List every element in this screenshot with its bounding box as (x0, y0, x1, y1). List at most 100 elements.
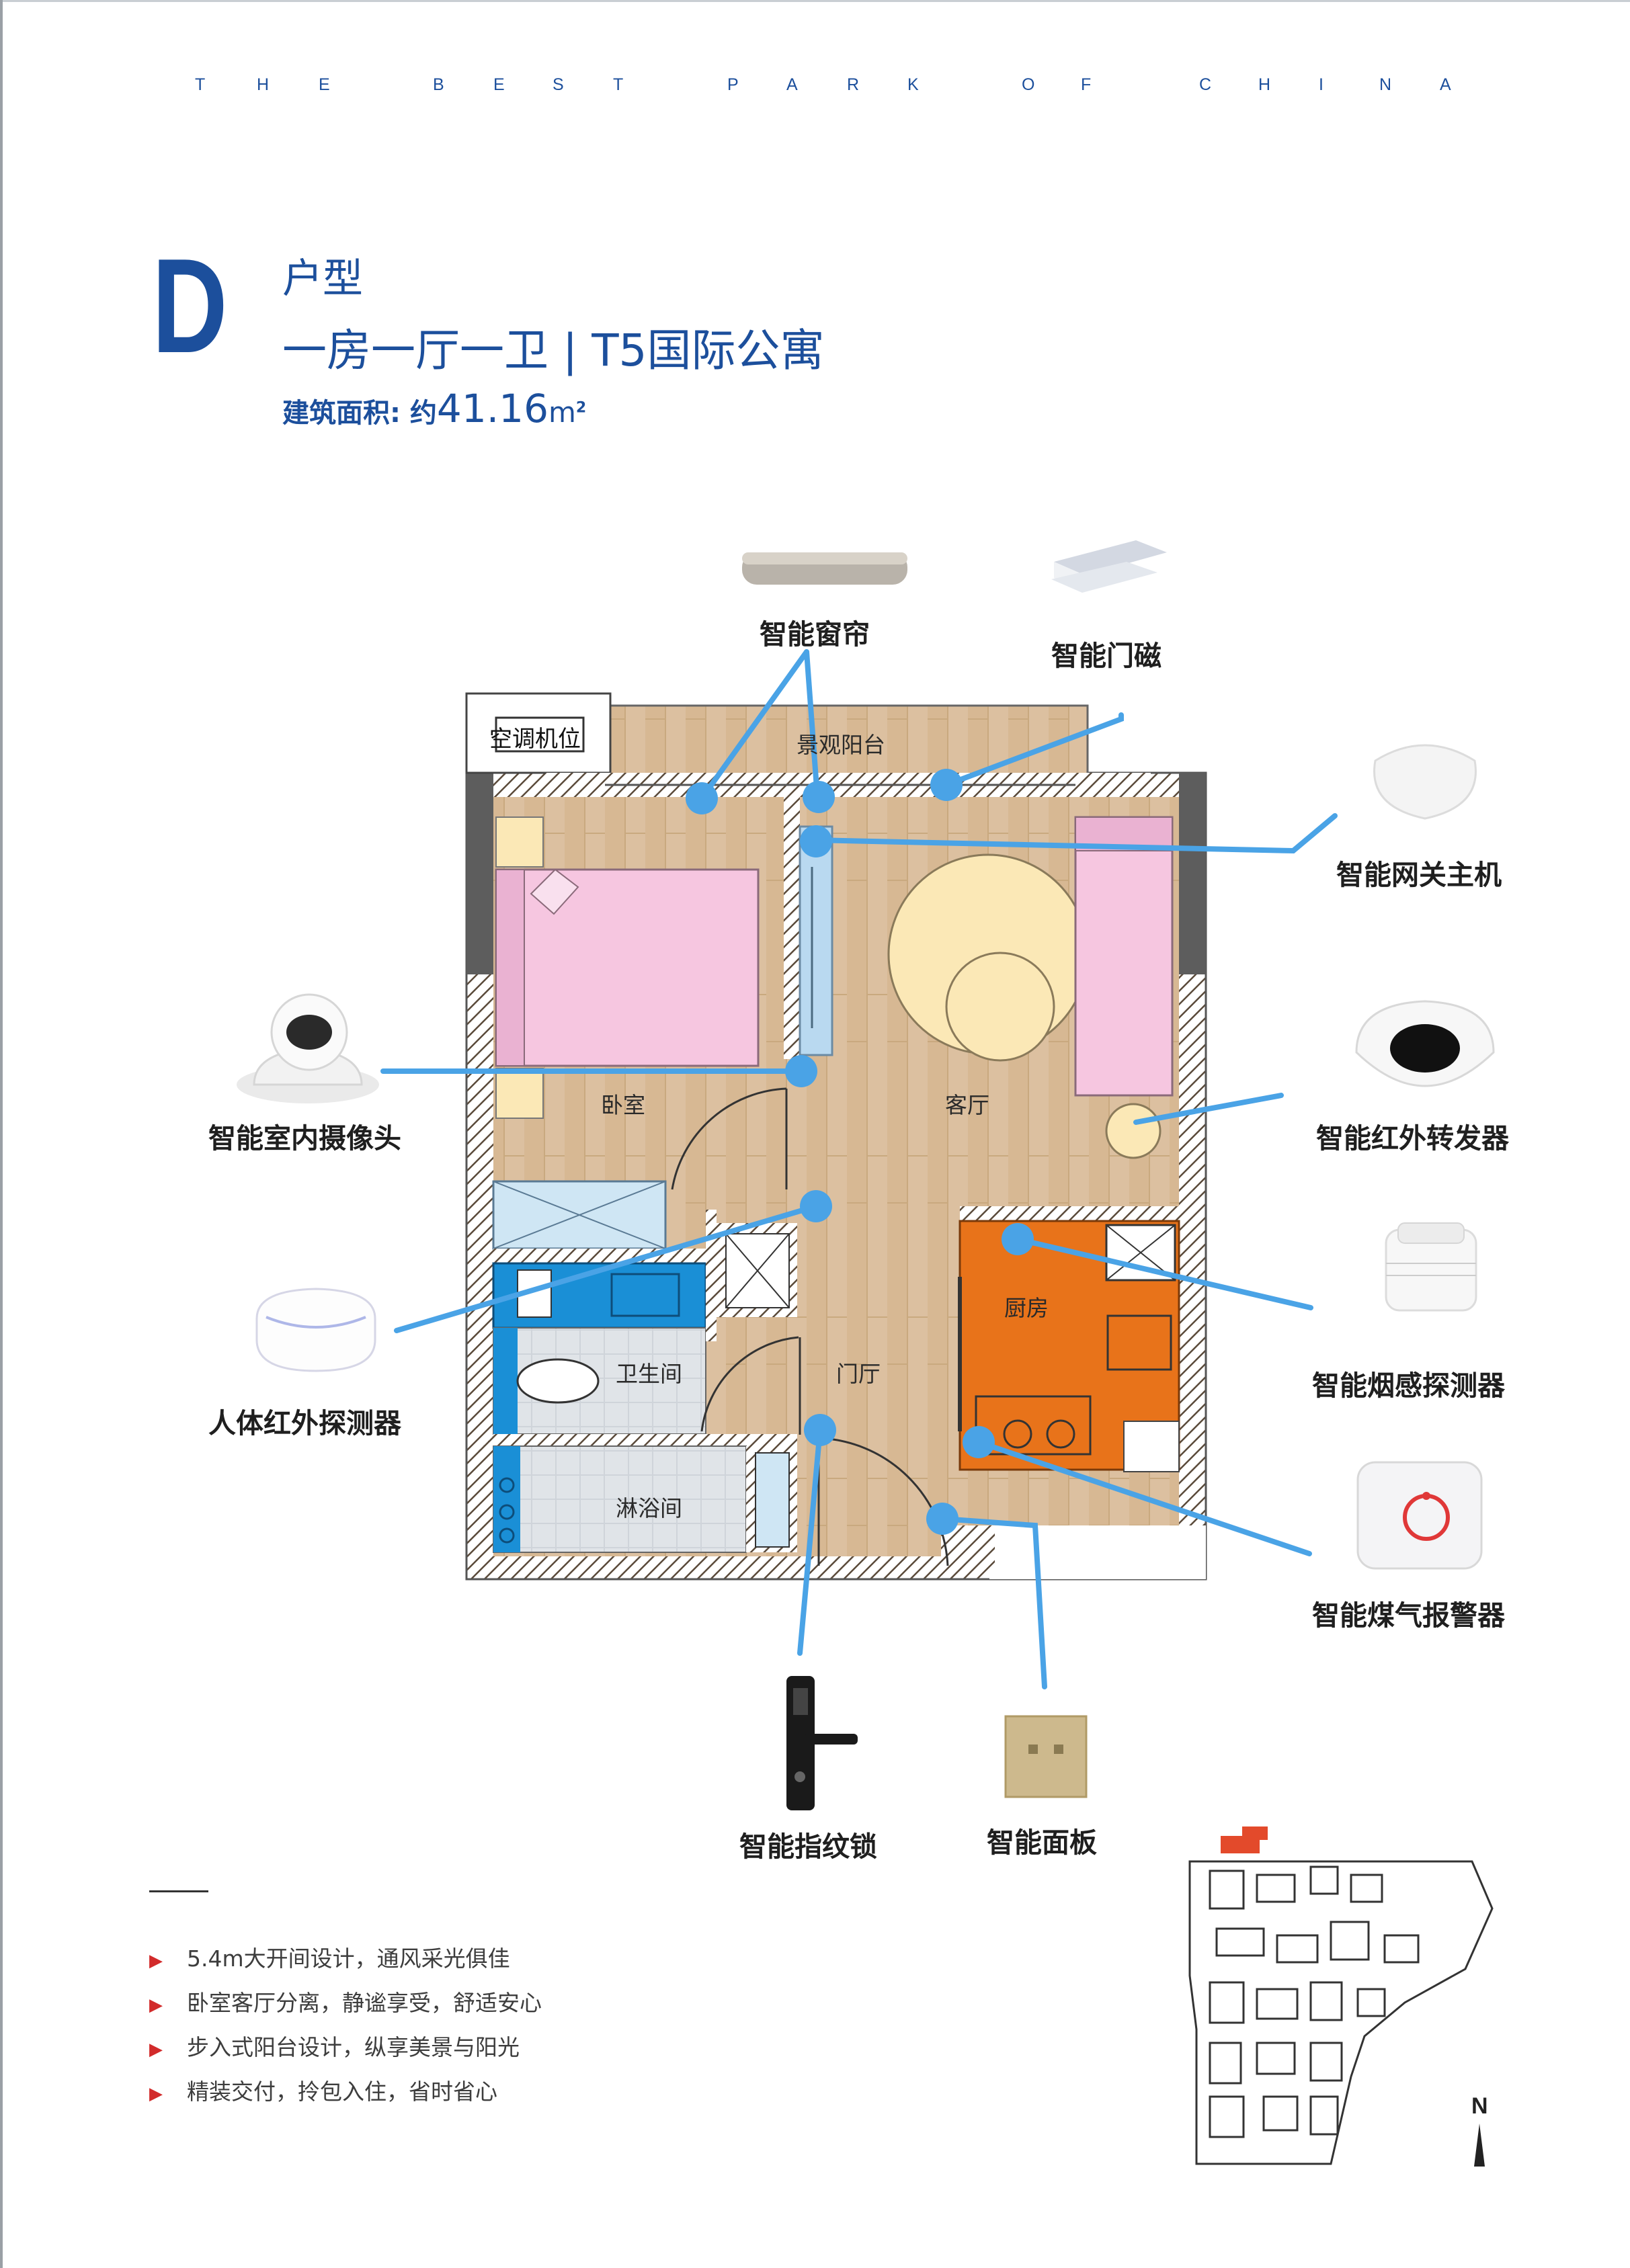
connector-lines (380, 649, 1338, 1689)
round-table (945, 952, 1055, 1062)
north-arrow (1474, 2124, 1485, 2167)
label-gateway: 智能网关主机 (1336, 859, 1502, 891)
gateway-image (1373, 744, 1477, 820)
feature-text: 5.4m大开间设计，通风采光俱佳 (187, 1945, 510, 1972)
ac-unit-box (495, 716, 585, 753)
unit-type: 户型 (282, 255, 363, 302)
layout-title: 一房一厅一卫 | T5国际公寓 (282, 325, 825, 376)
feature-item: ▶ 卧室客厅分离，静谧享受，舒适安心 (149, 1985, 542, 2017)
nightstand-top (495, 816, 544, 868)
side-table (1105, 1103, 1162, 1159)
feature-text: 精装交付，拎包入住，省时省心 (187, 2078, 497, 2105)
label-smoke-detector: 智能烟感探测器 (1312, 1370, 1505, 1402)
unit-letter: D (152, 231, 228, 381)
features-divider (149, 1890, 208, 1892)
tagline-letter: B (433, 75, 444, 94)
lock-line (797, 1427, 823, 1656)
label-camera: 智能室内摄像头 (208, 1122, 401, 1154)
north-label: N (1471, 2093, 1488, 2119)
tagline-letter: O (1022, 75, 1035, 94)
feature-text: 步入式阳台设计，纵享美景与阳光 (187, 2034, 520, 2060)
motion-sensor-image (255, 1288, 376, 1372)
area-unit: m (548, 396, 576, 429)
ac-unit-area (465, 692, 612, 774)
area-label: 建筑面积: 约 (282, 398, 437, 429)
tagline-letter: N (1379, 75, 1392, 94)
feature-item: ▶ 5.4m大开间设计，通风采光俱佳 (149, 1941, 510, 1973)
tagline-letter: T (195, 75, 206, 94)
area-value: 41.16 (436, 386, 548, 431)
tagline-letter: T (613, 75, 624, 94)
ir-blaster-image (1355, 1000, 1495, 1087)
gas-detector-image (1356, 1461, 1483, 1570)
bath-door-swing (700, 1336, 799, 1432)
dark-wall-right (1179, 773, 1206, 974)
tagline-letter: A (786, 75, 798, 94)
feature-item: ▶ 步入式阳台设计，纵享美景与阳光 (149, 2029, 520, 2062)
tagline-letter: H (1258, 75, 1271, 94)
nightstand-bottom (495, 1068, 544, 1119)
tagline: T H E B E S T P A R K O F C H I N A (0, 75, 1630, 95)
camera-image (237, 993, 379, 1103)
tagline-letter: C (1199, 75, 1212, 94)
smart-panel-image (1004, 1715, 1088, 1798)
room-label-balcony: 景观阳台 (797, 732, 885, 758)
panel-line (940, 1516, 1047, 1689)
tagline-letter: F (1081, 75, 1092, 94)
dark-wall-left (466, 773, 493, 974)
smoke-line (1015, 1236, 1313, 1310)
room-label-foyer: 门厅 (836, 1361, 881, 1387)
entrance-door-swing (818, 1437, 949, 1566)
kitchen-sink (1106, 1314, 1172, 1371)
foyer-ext (941, 1525, 995, 1572)
label-door-sensor: 智能门磁 (1051, 640, 1162, 672)
page-left-edge (0, 0, 3, 2268)
label-ir-blaster: 智能红外转发器 (1316, 1122, 1509, 1154)
tagline-letter: K (907, 75, 919, 94)
room-label-living: 客厅 (945, 1092, 989, 1118)
shower-floor (493, 1445, 747, 1553)
tagline-letter: S (553, 75, 564, 94)
foyer-wall-cut (989, 1525, 1206, 1579)
ir-line (1133, 1093, 1284, 1125)
toilet (516, 1358, 600, 1404)
room-label-shower: 淋浴间 (616, 1495, 682, 1521)
gas-line (976, 1439, 1312, 1556)
tagline-letter: I (1319, 75, 1323, 94)
bed-fold (530, 868, 579, 915)
label-smart-curtain: 智能窗帘 (760, 618, 870, 650)
door-sensor-image (1051, 540, 1167, 593)
bullet-arrow-icon: ▶ (149, 2084, 163, 2104)
room-label-bathroom: 卫生间 (616, 1361, 682, 1387)
tagline-letter: A (1440, 75, 1451, 94)
feature-item: ▶ 精装交付，拎包入住，省时省心 (149, 2074, 497, 2106)
label-fingerprint-lock: 智能指纹锁 (739, 1831, 877, 1863)
bullet-arrow-icon: ▶ (149, 2040, 163, 2060)
room-label-kitchen: 厨房 (1004, 1295, 1049, 1321)
gateway-line (811, 813, 1338, 854)
bullet-arrow-icon: ▶ (149, 1951, 163, 1971)
connector-dots (686, 769, 1034, 1535)
curtain-line-b (804, 649, 820, 800)
motion-line (394, 1204, 819, 1333)
bedroom-door-swing (671, 1087, 787, 1190)
kitchen-wall (960, 1206, 1179, 1221)
area-line: 建筑面积: 约41.16m2 (282, 386, 586, 431)
curtain-motor-image (742, 552, 907, 585)
area-sup: 2 (575, 399, 587, 417)
bullet-arrow-icon: ▶ (149, 1995, 163, 2015)
label-gas-alarm: 智能煤气报警器 (1312, 1599, 1505, 1632)
tagline-letter: H (257, 75, 270, 94)
tagline-letter: E (319, 75, 330, 94)
page-top-edge (0, 0, 1630, 2)
label-smart-panel: 智能面板 (987, 1826, 1097, 1859)
tagline-letter: R (847, 75, 860, 94)
room-label-ac: 空调机位 (489, 726, 581, 753)
bed-headboard (495, 869, 525, 1066)
feature-text: 卧室客厅分离，静谧享受，舒适安心 (187, 1990, 542, 2016)
sofa (1074, 816, 1174, 1097)
fingerprint-lock-image (786, 1676, 858, 1810)
tv-cabinet (799, 825, 833, 1056)
bed (495, 868, 760, 1067)
